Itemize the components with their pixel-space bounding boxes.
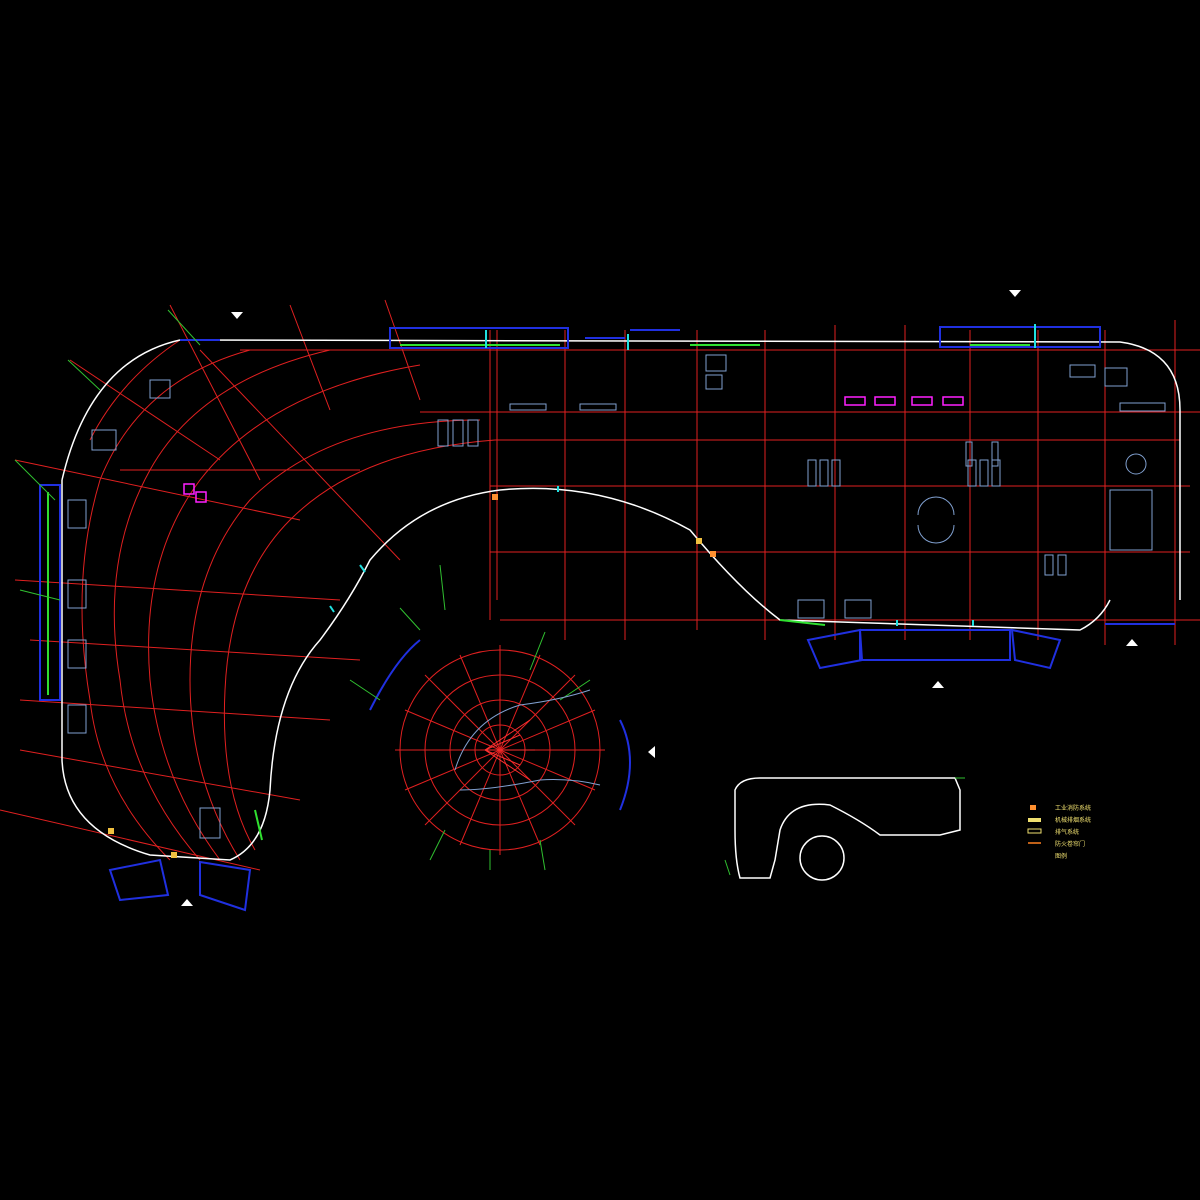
window-strips (47, 344, 1030, 841)
accent-displays (183, 396, 964, 503)
round-room-center (484, 719, 535, 781)
entrance-marker-icon (932, 681, 944, 688)
legend-label: 机械排烟系统 (1055, 816, 1091, 824)
fire-symbols (108, 494, 716, 858)
exterior-walls (39, 326, 1175, 912)
legend-label: 防火卷帘门 (1055, 840, 1085, 848)
legend-label: 图例 (1055, 852, 1067, 860)
entrance-marker-icon (1009, 290, 1021, 297)
accent-markers (329, 324, 1036, 626)
entrance-marker-icon (181, 899, 193, 906)
legend-yellow-rect-icon (1028, 818, 1041, 822)
interior-furniture (67, 354, 1166, 839)
legend-label: 工业消防系统 (1055, 804, 1091, 812)
entrance-markers (181, 290, 1138, 906)
entrance-marker-icon (1126, 639, 1138, 646)
legend-orange-box-icon (1030, 805, 1036, 810)
legend-yellow-outline-icon (1027, 828, 1042, 834)
entrance-marker-icon (231, 312, 243, 319)
legend-label: 排气系统 (1055, 828, 1079, 836)
legend: 工业消防系统 机械排烟系统 排气系统 防火卷帘门 图例 (1027, 804, 1091, 860)
building-outline (61, 339, 1181, 881)
section-lines (14, 309, 965, 876)
entrance-marker-icon (648, 746, 655, 758)
